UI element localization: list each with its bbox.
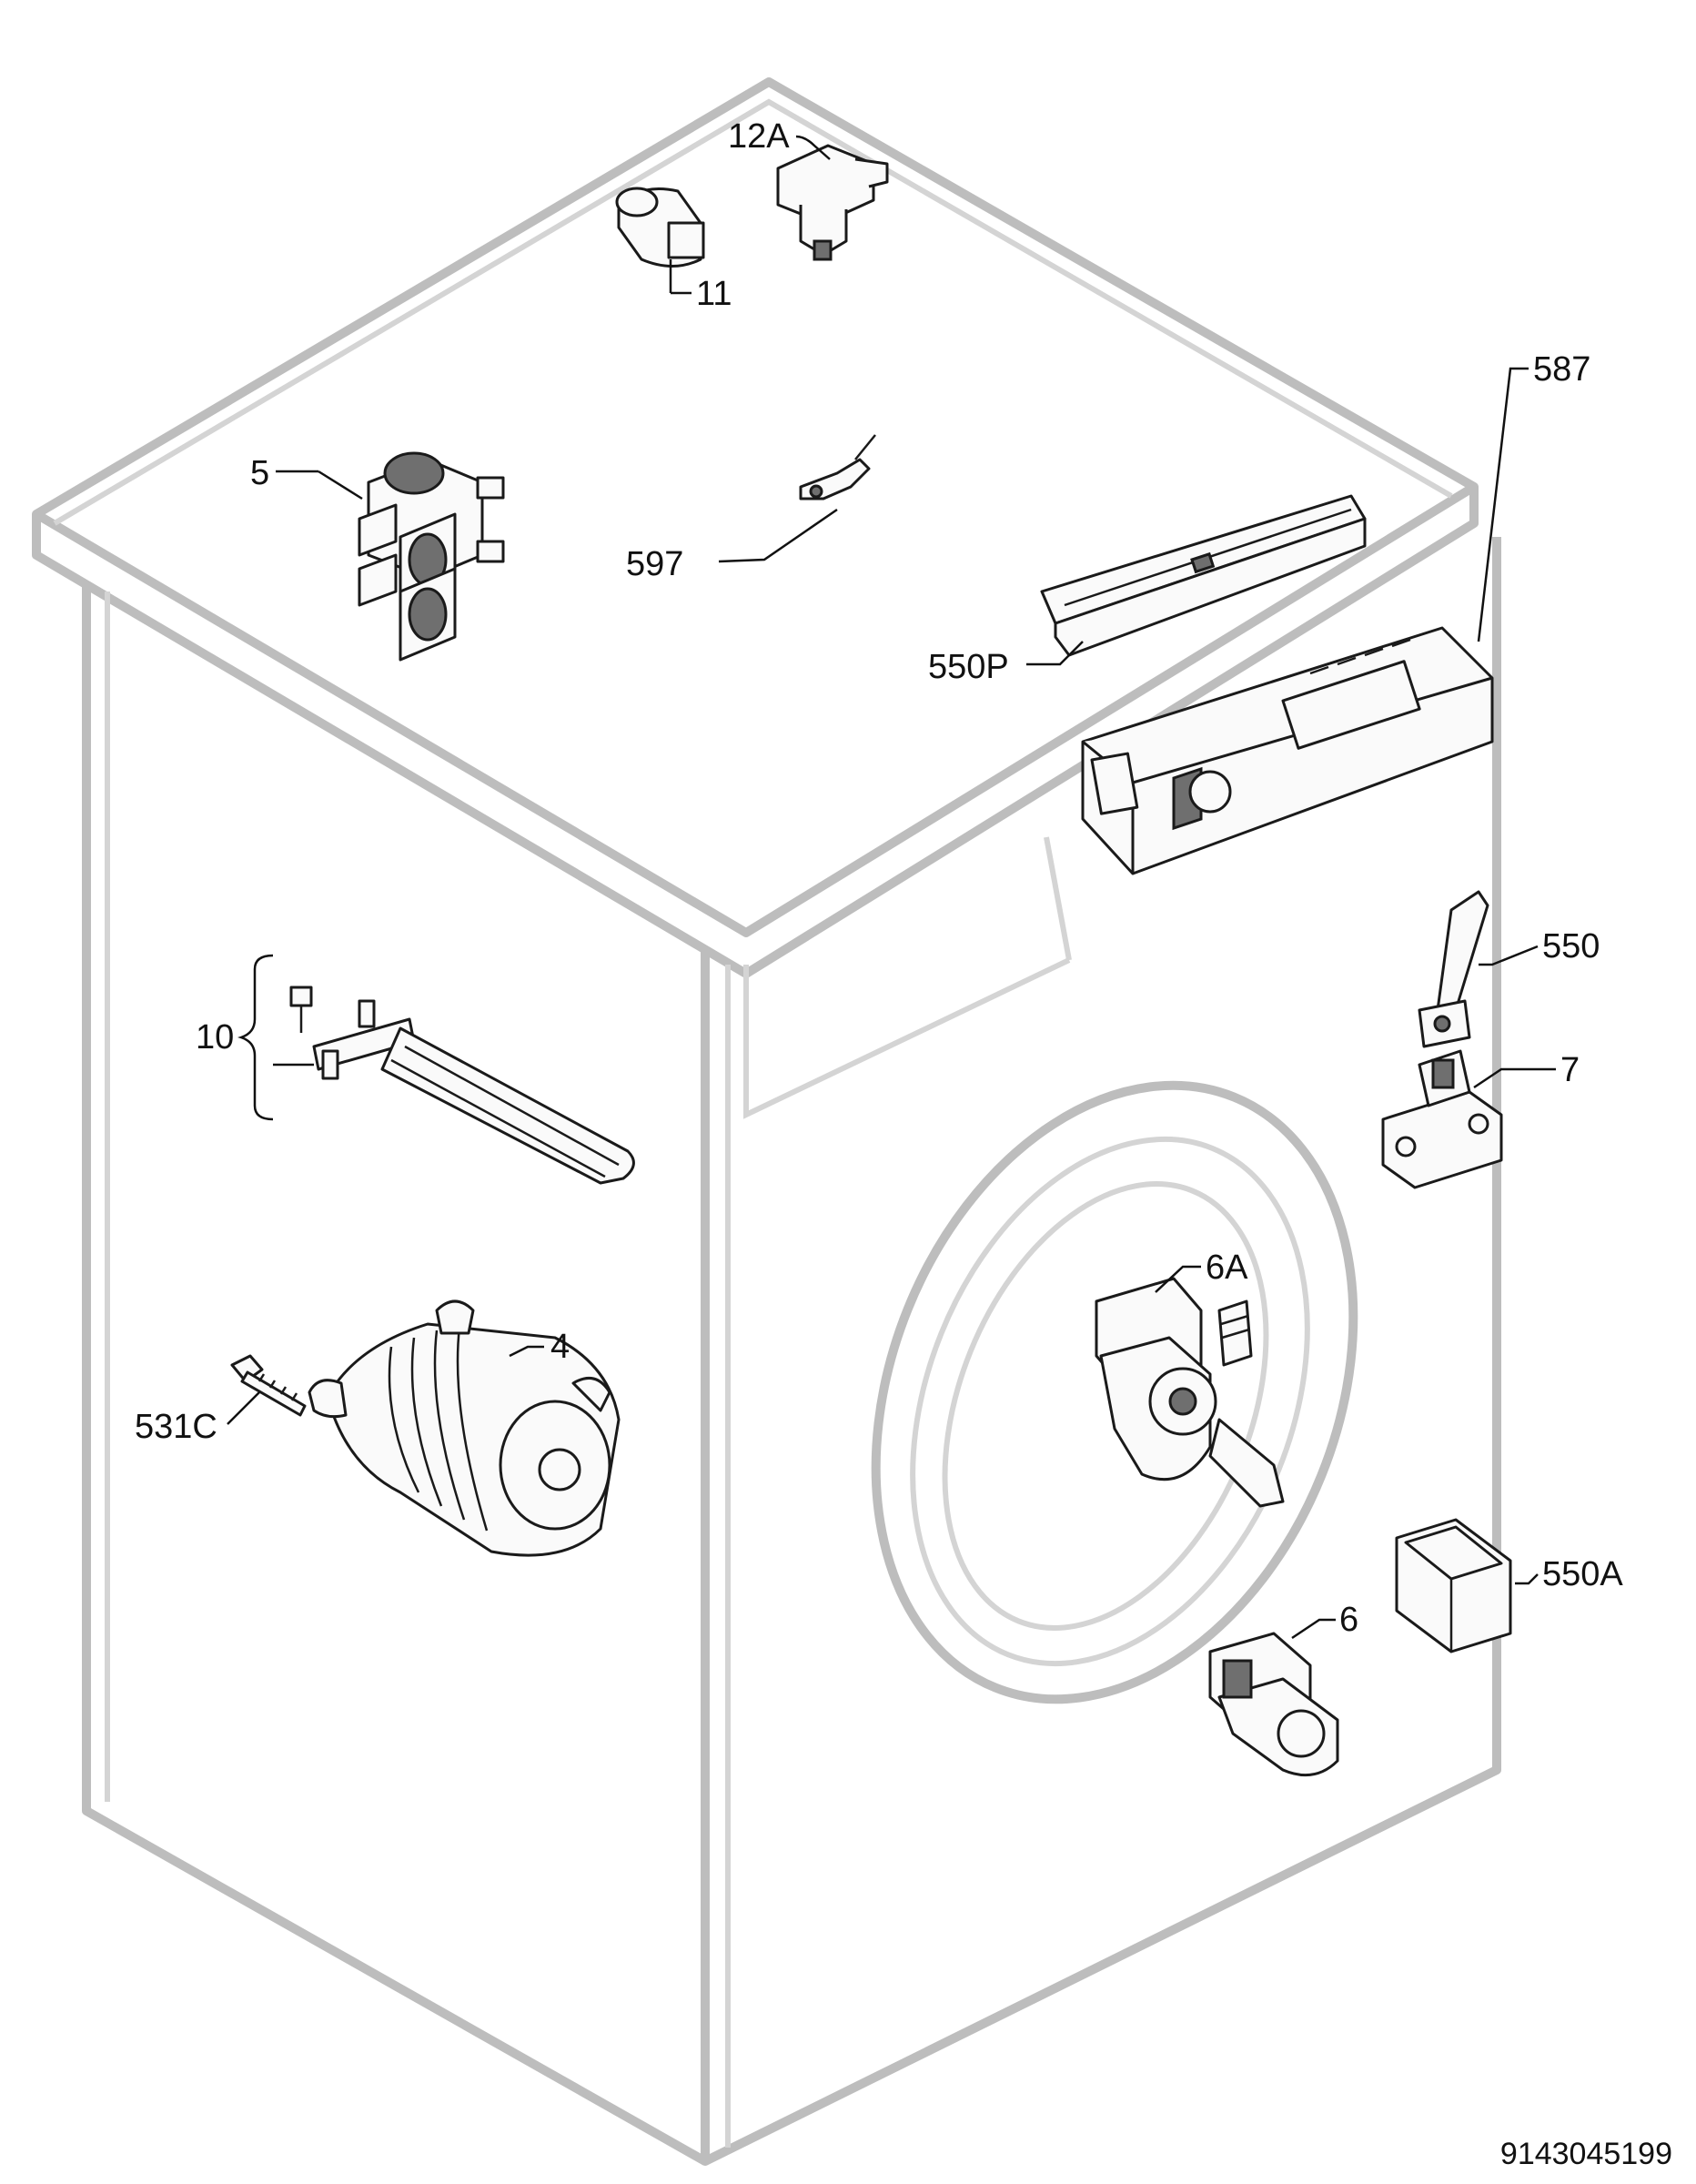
- callout-7: 7: [1560, 1051, 1580, 1089]
- cabinet-outline: [32, 77, 1501, 2166]
- drain-pump-part: [1095, 1265, 1285, 1508]
- bracket-clip-part: [718, 434, 876, 563]
- callout-597: 597: [626, 545, 683, 583]
- callout-12a: 12A: [728, 117, 790, 156]
- callout-6: 6: [1339, 1601, 1358, 1639]
- door-lever-part: [1418, 890, 1539, 1048]
- callout-550: 550: [1542, 927, 1600, 966]
- callout-531c: 531C: [135, 1408, 217, 1446]
- callout-587: 587: [1533, 350, 1590, 389]
- door-interlock-part: [1381, 1049, 1556, 1189]
- bolt-part: [227, 1354, 307, 1425]
- panel-strip-part: [1026, 494, 1367, 666]
- callout-11: 11: [696, 275, 732, 313]
- callout-550a: 550A: [1542, 1555, 1623, 1593]
- callout-4: 4: [550, 1328, 570, 1366]
- capacitor-part: [615, 187, 705, 295]
- electronic-module-part: [1081, 367, 1529, 875]
- document-id: 9143045199: [1500, 2137, 1672, 2171]
- inlet-valve-part: [276, 451, 505, 662]
- selector-switch-part: [776, 135, 889, 261]
- cover-cap-part: [1395, 1518, 1539, 1653]
- callout-5: 5: [250, 454, 269, 492]
- callout-550p: 550P: [928, 648, 1009, 686]
- callout-10: 10: [196, 1018, 234, 1057]
- drain-pump-alt-part: [1208, 1618, 1339, 1777]
- callout-6a: 6A: [1206, 1249, 1248, 1287]
- heating-element-part: [237, 954, 635, 1185]
- motor-part: [308, 1299, 621, 1557]
